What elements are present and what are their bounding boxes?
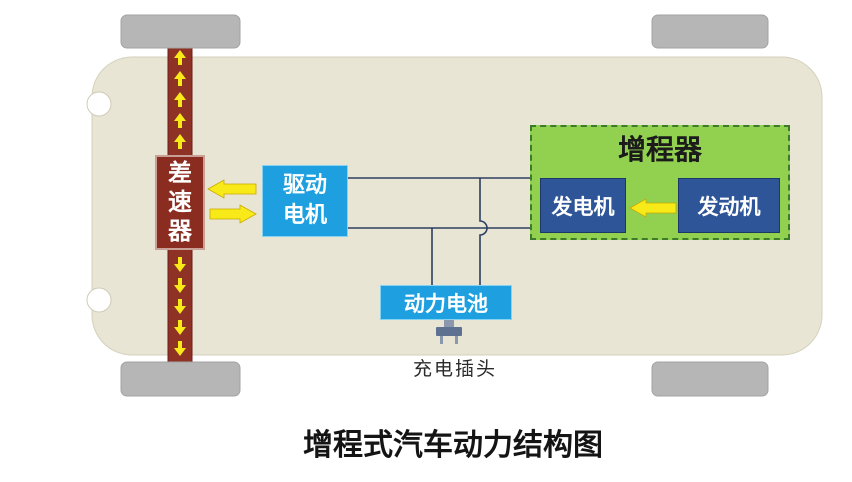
- down-arrow-icon: [174, 278, 186, 293]
- plug-body: [436, 327, 462, 336]
- up-arrow-icon: [174, 92, 186, 107]
- up-arrow-icon: [174, 71, 186, 86]
- wheel-top-right: [651, 14, 769, 49]
- drive-motor-label: 驱动电机: [282, 173, 327, 228]
- body-notch-upper: [86, 91, 112, 117]
- right-arrow-icon: [209, 204, 257, 224]
- wheel-top-left: [120, 14, 241, 49]
- wheel-bottom-left: [120, 361, 241, 397]
- wire-battery-right-crossover: [479, 178, 488, 286]
- charging-plug-label: 充电插头: [412, 358, 498, 380]
- body-notch-lower: [86, 287, 112, 313]
- down-arrow-icon: [174, 257, 186, 272]
- range-extender-title: 增程器: [617, 133, 702, 166]
- power-battery-label: 动力电池: [404, 291, 488, 316]
- down-arrow-icon: [174, 341, 186, 356]
- range-extender-box: 增程器 发电机 发动机: [530, 125, 790, 240]
- up-arrow-icon: [174, 113, 186, 128]
- axle-arrows-up: [174, 50, 186, 149]
- left-arrow-icon: [207, 179, 257, 199]
- engine-label: 发动机: [697, 194, 761, 219]
- generator-label: 发电机: [551, 194, 615, 219]
- down-arrow-icon: [174, 299, 186, 314]
- up-arrow-icon: [174, 50, 186, 65]
- charging-plug-icon: [436, 320, 462, 344]
- down-arrow-icon: [174, 320, 186, 335]
- engine-box: 发动机: [678, 178, 780, 233]
- wiring: [348, 177, 532, 286]
- axle-arrows-down: [174, 257, 186, 356]
- differential-box: 差速器: [155, 155, 205, 250]
- power-battery-box: 动力电池: [380, 285, 512, 320]
- plug-prong-right: [455, 336, 458, 344]
- generator-box: 发电机: [540, 178, 626, 233]
- wheel-bottom-right: [651, 361, 769, 397]
- drive-motor-box: 驱动电机: [262, 165, 348, 237]
- up-arrow-icon: [174, 134, 186, 149]
- plug-prong-left: [440, 336, 443, 344]
- diagram-caption: 增程式汽车动力结构图: [303, 428, 603, 463]
- differential-label: 差速器: [167, 159, 192, 245]
- plug-neck: [444, 320, 454, 327]
